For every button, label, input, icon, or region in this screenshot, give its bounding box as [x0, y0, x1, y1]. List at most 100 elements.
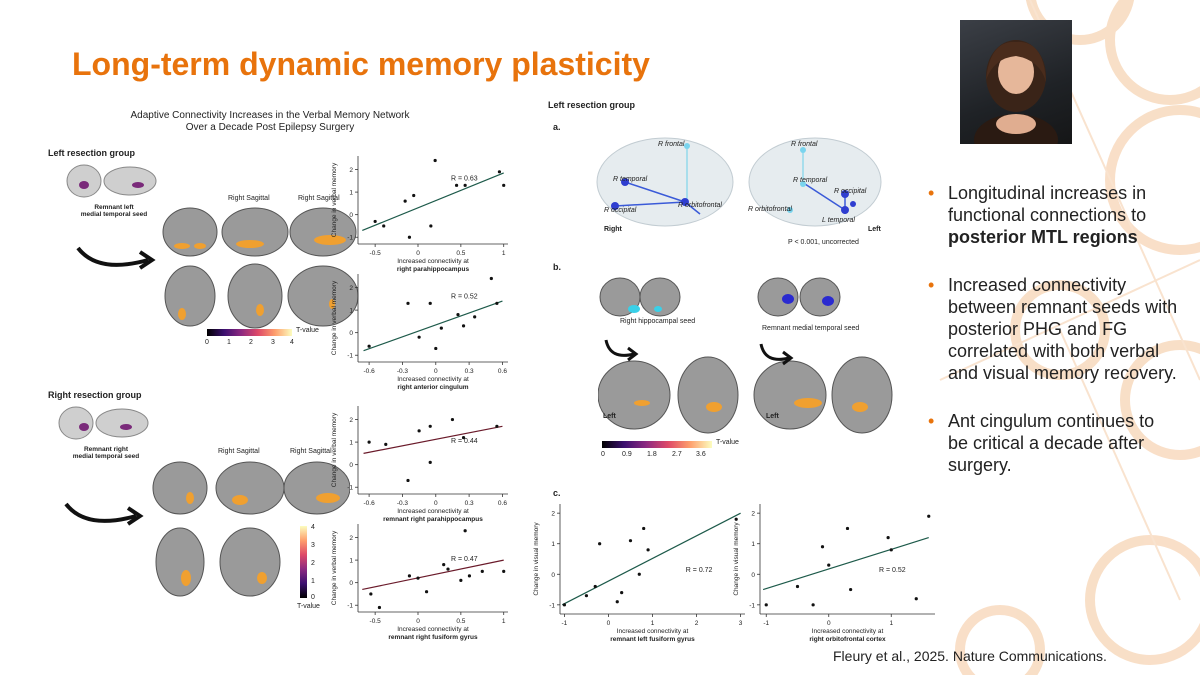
data-point — [382, 224, 386, 228]
data-point — [849, 587, 853, 592]
data-point — [463, 529, 467, 533]
data-point — [886, 536, 890, 540]
x-tick-label: 0.5 — [456, 618, 465, 625]
hemisphere-label: Left — [603, 413, 616, 420]
correlation-label: R = 0.72 — [686, 567, 713, 574]
x-tick-label: 1 — [502, 618, 506, 625]
brain-label: R occipital — [604, 207, 637, 214]
x-tick-label: 1 — [651, 620, 655, 627]
data-point — [467, 574, 472, 578]
x-tick-label: 0 — [607, 620, 611, 627]
data-point — [456, 313, 460, 317]
data-point — [914, 597, 918, 601]
data-point — [764, 603, 768, 607]
colorbar-tick: 0.9 — [622, 451, 632, 458]
x-tick-label: 0.6 — [498, 500, 507, 507]
data-point — [373, 219, 377, 224]
y-tick-label: 1 — [349, 558, 353, 565]
slide-title: Long-term dynamic memory plasticity — [72, 46, 650, 82]
data-point — [827, 563, 831, 567]
data-point — [367, 344, 371, 348]
x-axis-label-bold: remnant left fusiform gyrus — [610, 636, 695, 643]
y-axis-label: Change in verbal memory — [331, 412, 338, 487]
data-point — [495, 424, 499, 428]
x-tick-label: -0.3 — [397, 368, 409, 375]
x-tick-label: 2 — [695, 620, 699, 627]
x-axis-label: Increased connectivity at — [812, 628, 884, 635]
colorbar-label: T-value — [297, 603, 320, 610]
bullet-dot-icon: • — [928, 275, 935, 295]
data-point — [428, 301, 432, 305]
y-tick-label: 2 — [349, 167, 353, 174]
y-tick-label: -1 — [347, 353, 353, 360]
data-point — [615, 600, 619, 604]
y-tick-label: 2 — [751, 511, 755, 518]
seed-label: Right hippocampal seed — [620, 318, 696, 325]
correlation-label: R = 0.47 — [451, 556, 478, 563]
data-point — [734, 517, 738, 521]
x-tick-label: -1 — [562, 620, 568, 627]
left-seed-label: Remnant left medial temporal seed — [80, 204, 148, 218]
figure-title-line1: Adaptive Connectivity Increases in the V… — [130, 110, 410, 121]
data-point — [384, 442, 388, 446]
data-point — [889, 548, 893, 552]
p-value-label: P < 0.001, uncorrected — [788, 239, 859, 246]
x-tick-label: -0.6 — [364, 500, 376, 507]
y-tick-label: 0 — [349, 580, 353, 587]
y-tick-label: 0 — [349, 212, 353, 219]
x-tick-label: 3 — [739, 620, 743, 627]
brain-label: R temporal — [613, 176, 648, 183]
data-point — [428, 460, 432, 465]
colorbar-tick: 1 — [227, 339, 231, 346]
data-point — [417, 335, 421, 339]
colorbar-tick: 2.7 — [672, 451, 682, 458]
left-group-label: Left resection group — [48, 148, 136, 158]
data-point — [442, 563, 446, 567]
brain-label: R frontal — [658, 141, 685, 148]
data-point — [461, 435, 466, 440]
figure-title-line2: Over a Decade Post Epilepsy Surgery — [185, 122, 355, 133]
brain-images-panel-b — [598, 277, 893, 434]
y-tick-label: 0 — [751, 572, 755, 579]
regression-line — [362, 172, 504, 232]
curved-arrow-icon — [759, 343, 794, 366]
correlation-label: R = 0.52 — [879, 567, 906, 574]
y-tick-label: -1 — [749, 602, 755, 609]
right-seed-label: Remnant right medial temporal seed — [72, 446, 140, 460]
colorbar-tick: 0 — [601, 451, 605, 458]
colorbar-tick: 3 — [271, 339, 275, 346]
data-point — [454, 183, 459, 187]
data-point — [434, 346, 438, 351]
citation: Fleury et al., 2025. Nature Communicatio… — [833, 648, 1107, 664]
y-tick-label: -1 — [347, 485, 353, 492]
seed-label: Remnant medial temporal seed — [762, 325, 860, 332]
curved-arrow-icon — [76, 246, 156, 270]
colorbar-tick: 4 — [290, 339, 294, 346]
decorative-circles — [939, 0, 1200, 675]
data-point — [367, 440, 371, 444]
data-point — [459, 578, 463, 583]
seed-brain-images — [56, 405, 152, 446]
colorbar-tick: 1 — [311, 578, 315, 585]
y-axis-label: Change in visual memory — [733, 522, 740, 596]
data-point — [450, 417, 455, 422]
x-tick-label: -0.5 — [370, 250, 382, 257]
data-point — [628, 539, 633, 543]
data-point — [446, 567, 450, 571]
right-sagittal-label: Right Sagittal — [218, 448, 260, 455]
x-axis-label: Increased connectivity at — [397, 626, 469, 633]
x-tick-label: 0.6 — [498, 368, 507, 375]
presenter-photo — [960, 20, 1072, 144]
data-point — [403, 199, 407, 203]
correlation-label: R = 0.44 — [451, 438, 478, 445]
x-axis-label: Increased connectivity at — [397, 376, 469, 383]
x-axis-label-bold: right anterior cingulum — [397, 384, 468, 391]
x-tick-label: 0.3 — [465, 500, 474, 507]
colorbar-tick: 1.8 — [647, 451, 657, 458]
panel-c-label: c. — [553, 488, 561, 498]
brain-label: R occipital — [834, 188, 867, 195]
